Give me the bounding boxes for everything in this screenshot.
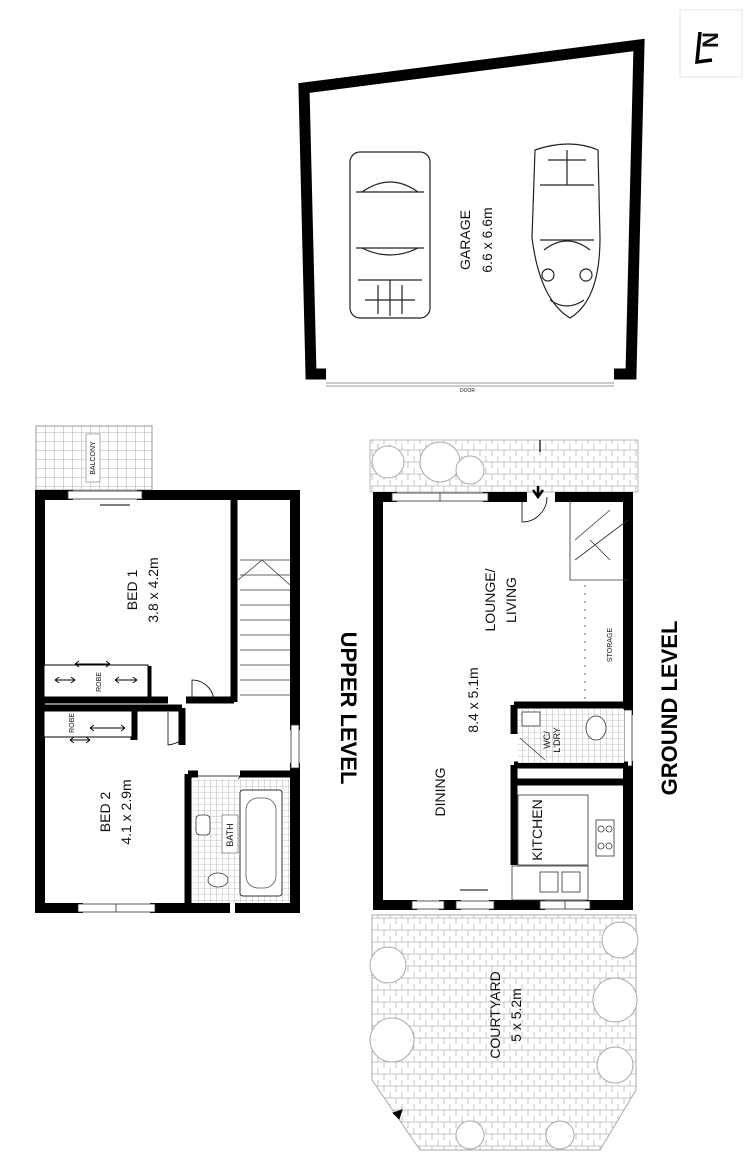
wc-label-line2: L'DRY (552, 727, 562, 753)
storage-label: STORAGE (607, 628, 614, 662)
ground-level-plan: STORAGE WC/ L'DRY LOUNGE/ LIVING 8.4 x 5… (369, 439, 639, 1151)
garage-door-label: DOOR (460, 388, 475, 394)
courtyard-name: COURTYARD (487, 971, 503, 1058)
car-icon (531, 143, 601, 319)
bath-label: BATH (225, 823, 235, 846)
north-letter: N (698, 32, 723, 48)
courtyard-size: 5 x 5.2m (508, 988, 524, 1042)
bed2-name: BED 2 (97, 792, 113, 833)
bed1-size: 3.8 x 4.2m (145, 557, 161, 622)
ground-level-heading: GROUND LEVEL (657, 621, 682, 796)
kitchen-label: KITCHEN (529, 799, 545, 860)
garage-name: GARAGE (457, 210, 473, 270)
car-icon (349, 151, 431, 319)
wc-label-line1: WC/ (542, 731, 552, 749)
living-dimension: 8.4 x 5.1m (465, 667, 481, 732)
garage: DOOR GARAGE 6.6 x 6.6m (298, 38, 645, 394)
shrub-icon (371, 441, 485, 485)
stairs (237, 559, 291, 696)
dining-label: DINING (432, 768, 448, 817)
robe-1-label: ROBE (96, 672, 103, 692)
lounge-label-line1: LOUNGE/ (482, 568, 498, 631)
garage-size: 6.6 x 6.6m (479, 207, 495, 272)
north-arrow-icon: N (679, 9, 743, 78)
upper-level-plan: BALCONY (35, 425, 300, 913)
upper-level-heading: UPPER LEVEL (336, 632, 361, 785)
bed1-name: BED 1 (124, 570, 140, 611)
bed2-size: 4.1 x 2.9m (118, 779, 134, 844)
shrub-icon (369, 921, 639, 1150)
balcony-label: BALCONY (90, 441, 97, 475)
robe-2-label: ROBE (69, 713, 76, 733)
lounge-label-line2: LIVING (503, 577, 519, 623)
